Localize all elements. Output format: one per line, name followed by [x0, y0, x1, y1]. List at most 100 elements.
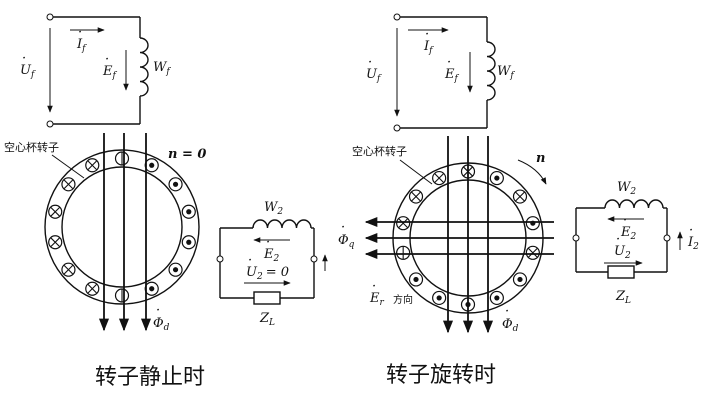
rotor-conductor-neutral-icon	[114, 288, 130, 303]
svg-text:Uf: Uf	[366, 67, 382, 84]
rotor-conductor-cross-icon	[85, 281, 100, 296]
right-er-suffix: 方向	[393, 293, 413, 306]
right-er-label: E	[369, 291, 380, 306]
svg-text:·: ·	[616, 232, 620, 247]
left-panel: Uf · If · Ef · Wf 空心杯转子 n = 0 Φd ·	[4, 13, 328, 390]
left-output-circuit: W2 E2 · U2= 0 · ZL	[216, 200, 328, 328]
svg-text:·: ·	[623, 213, 627, 228]
svg-text:Ef: Ef	[102, 64, 118, 81]
svg-text:If: If	[76, 37, 87, 54]
left-rotor-label: 空心杯转子	[4, 140, 59, 154]
left-uf-label: U	[20, 63, 32, 78]
left-u2-label: U	[246, 265, 258, 280]
svg-text:Φd: Φd	[153, 316, 170, 333]
rotor-conductor-cross-icon	[432, 170, 447, 186]
right-e2-label: E	[620, 225, 631, 240]
svg-text:·: ·	[425, 27, 429, 42]
left-phid-label: Φ	[153, 316, 164, 331]
rotor-conductor-cross-icon	[512, 189, 528, 204]
rotor-conductor-dot-icon	[432, 290, 447, 306]
left-flux-d: Φd ·	[98, 133, 170, 333]
right-if-label: I	[423, 39, 430, 54]
right-rotor-label: 空心杯转子	[352, 144, 407, 158]
svg-text:·: ·	[447, 55, 451, 70]
svg-text:Er: Er	[369, 291, 385, 308]
right-u2-label: U	[614, 244, 626, 259]
svg-text:·: ·	[372, 279, 376, 294]
right-i2-label: I	[687, 235, 694, 250]
right-phid-label: Φ	[502, 317, 513, 332]
rotor-conductor-neutral-icon	[114, 151, 130, 166]
left-excitation-circuit: Uf · If · Ef · Wf	[20, 13, 171, 128]
right-output-winding-icon	[604, 199, 664, 209]
svg-text:·: ·	[689, 223, 693, 238]
svg-text:If: If	[423, 39, 434, 56]
right-flux-q: Φq ·	[338, 216, 554, 260]
rotor-conductor-dot-icon	[489, 290, 504, 306]
svg-text:W2: W2	[617, 180, 636, 197]
rotor-conductor-cross-icon	[525, 245, 540, 260]
left-zl-label: Z	[259, 311, 270, 326]
svg-text:·: ·	[105, 52, 109, 67]
rotor-conductor-dot-icon	[144, 281, 159, 296]
left-wf-label: W	[153, 60, 168, 75]
right-wf-label: W	[497, 64, 512, 79]
rotor-conductor-dot-icon	[408, 272, 424, 287]
left-rotor: 空心杯转子 n = 0	[4, 140, 206, 305]
svg-text:Φd: Φd	[502, 317, 519, 334]
svg-text:I2: I2	[687, 235, 699, 252]
rotor-conductor-dot-icon	[144, 158, 159, 173]
right-rotation-arrow-icon	[517, 159, 547, 185]
svg-text:E2: E2	[263, 247, 280, 264]
right-excitation-winding-icon	[486, 41, 496, 101]
left-speed-label: n = 0	[168, 147, 206, 162]
svg-text:Wf: Wf	[497, 64, 515, 81]
svg-text:ZL: ZL	[259, 311, 275, 328]
svg-text:·: ·	[22, 51, 26, 66]
left-caption: 转子静止时	[95, 365, 205, 390]
svg-text:ZL: ZL	[615, 289, 631, 306]
svg-text:·: ·	[368, 55, 372, 70]
left-output-winding-icon	[252, 219, 312, 229]
svg-text:Wf: Wf	[153, 60, 171, 77]
right-output-circuit: W2 E2 · U2 · I2 · ZL	[572, 180, 699, 306]
left-w2-label: W	[264, 200, 279, 215]
left-excitation-winding-icon	[139, 37, 149, 97]
rotor-conductor-cross-icon	[61, 262, 76, 277]
left-load-resistor-icon	[253, 291, 281, 305]
rotor-conductor-cross-icon	[85, 158, 100, 173]
right-excitation-circuit: Uf · If · Ef · Wf	[366, 13, 515, 132]
rotor-conductor-dot-icon	[525, 216, 540, 231]
right-w2-label: W	[617, 180, 632, 195]
svg-text:·: ·	[505, 304, 509, 319]
left-ef-label: E	[102, 64, 113, 79]
rotor-conductor-cross-icon	[48, 204, 63, 219]
right-uf-label: U	[366, 67, 378, 82]
svg-text:U2= 0: U2= 0	[246, 265, 289, 282]
rotor-conductor-cross-icon	[61, 177, 76, 192]
rotor-conductor-cross-icon	[408, 189, 424, 204]
right-caption: 转子旋转时	[386, 363, 496, 388]
rotor-conductor-cross-icon	[396, 216, 411, 231]
rotor-conductor-neutral-icon	[396, 245, 411, 260]
rotor-conductor-dot-icon	[168, 177, 183, 192]
svg-text:E2: E2	[620, 225, 637, 242]
rotor-conductor-cross-icon	[48, 235, 63, 250]
right-phiq-label: Φ	[338, 233, 349, 248]
rotor-conductor-dot-icon	[489, 170, 504, 186]
svg-text:·: ·	[266, 235, 270, 250]
svg-text:·: ·	[78, 25, 82, 40]
left-if-label: I	[76, 37, 83, 52]
right-flux-d: Φd ·	[442, 136, 519, 334]
rotor-conductor-dot-icon	[168, 262, 183, 277]
right-load-resistor-icon	[607, 265, 635, 279]
svg-text:U2: U2	[614, 244, 631, 261]
svg-text:·: ·	[341, 220, 345, 235]
right-speed-label: n	[536, 151, 545, 166]
left-e2-label: E	[263, 247, 274, 262]
svg-text:W2: W2	[264, 200, 283, 217]
svg-text:·: ·	[156, 303, 160, 318]
rotor-conductor-dot-icon	[181, 235, 196, 250]
right-ef-label: E	[444, 67, 455, 82]
